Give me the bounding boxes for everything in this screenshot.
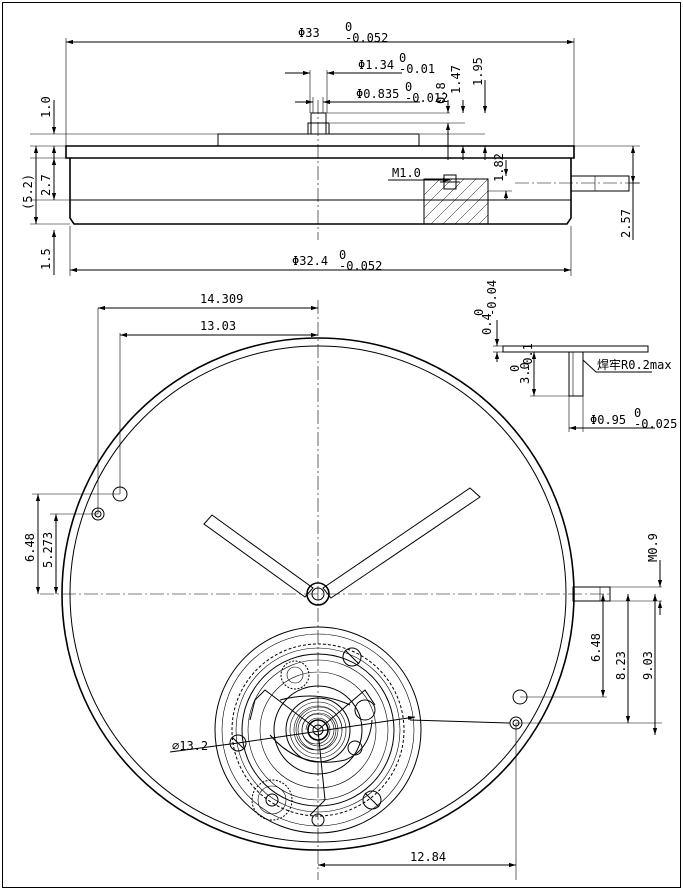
detail-pin xyxy=(568,351,584,397)
svg-text:0: 0 xyxy=(508,365,522,372)
dim-1303: 13.03 xyxy=(200,319,236,333)
svg-text:-0.025: -0.025 xyxy=(634,417,677,431)
svg-text:-0.012: -0.012 xyxy=(405,91,448,105)
hour-hand xyxy=(203,514,314,598)
detail-view: 0.4 0 -0.04 3.0 0 -0.1 焊牢R0.2max Φ0.95 0… xyxy=(472,280,677,432)
dim-1284: 12.84 xyxy=(410,850,446,864)
center-pinion xyxy=(306,582,330,606)
dim-14309: 14.309 xyxy=(200,292,243,306)
svg-text:-0.04: -0.04 xyxy=(485,280,499,316)
minute-hand xyxy=(322,487,481,599)
dim-15: 1.5 xyxy=(39,248,53,270)
dim-903: 9.03 xyxy=(641,651,655,680)
dim-dia134: Φ1.34 xyxy=(358,58,394,72)
dim-dia095: Φ0.95 xyxy=(590,413,626,427)
svg-text:0: 0 xyxy=(345,20,352,34)
dim-dia33: Φ33 xyxy=(298,26,320,40)
dim-08: 0.8 xyxy=(434,82,448,104)
svg-text:0: 0 xyxy=(634,406,641,420)
svg-text:-0.052: -0.052 xyxy=(345,31,388,45)
dim-5273: 5.273 xyxy=(41,532,55,568)
svg-text:-0.01: -0.01 xyxy=(399,62,435,76)
dim-52: (5.2) xyxy=(21,174,35,210)
side-view: Φ33 0 -0.052 Φ1.34 0 -0.01 Φ0.835 0 -0.0… xyxy=(21,20,640,276)
dim-m09: M0.9 xyxy=(646,533,660,562)
dim-dia324: Φ32.4 xyxy=(292,254,328,268)
dim-182: 1.82 xyxy=(492,153,506,182)
dim-10: 1.0 xyxy=(39,96,53,118)
svg-text:-0.1: -0.1 xyxy=(521,343,535,372)
top-bridge-plate xyxy=(217,133,420,147)
svg-text:-0.052: -0.052 xyxy=(339,259,382,273)
label-m10: M1.0 xyxy=(392,166,421,180)
dim-648-right: 6.48 xyxy=(589,633,603,662)
dim-dia0835: Φ0.835 xyxy=(356,87,399,101)
dim-04: 0.4 xyxy=(480,313,494,335)
dim-27: 2.7 xyxy=(39,174,53,196)
crown-stem xyxy=(570,175,630,192)
dim-147: 1.47 xyxy=(449,65,463,94)
dim-dia132: ⌀13.2 xyxy=(172,739,208,753)
dim-823: 8.23 xyxy=(614,651,628,680)
svg-text:0: 0 xyxy=(339,248,346,262)
svg-text:0: 0 xyxy=(399,51,406,65)
dim-257: 2.57 xyxy=(619,209,633,238)
weld-note: 焊牢R0.2max xyxy=(597,357,672,372)
svg-text:0: 0 xyxy=(472,309,486,316)
svg-text:0: 0 xyxy=(405,80,412,94)
plan-view: 14.309 13.03 6.48 5.273 6.48 8.23 9.03 M… xyxy=(23,292,663,880)
dim-648-left: 6.48 xyxy=(23,533,37,562)
dim-195: 1.95 xyxy=(471,57,485,86)
dim-30: 3.0 xyxy=(518,362,532,384)
